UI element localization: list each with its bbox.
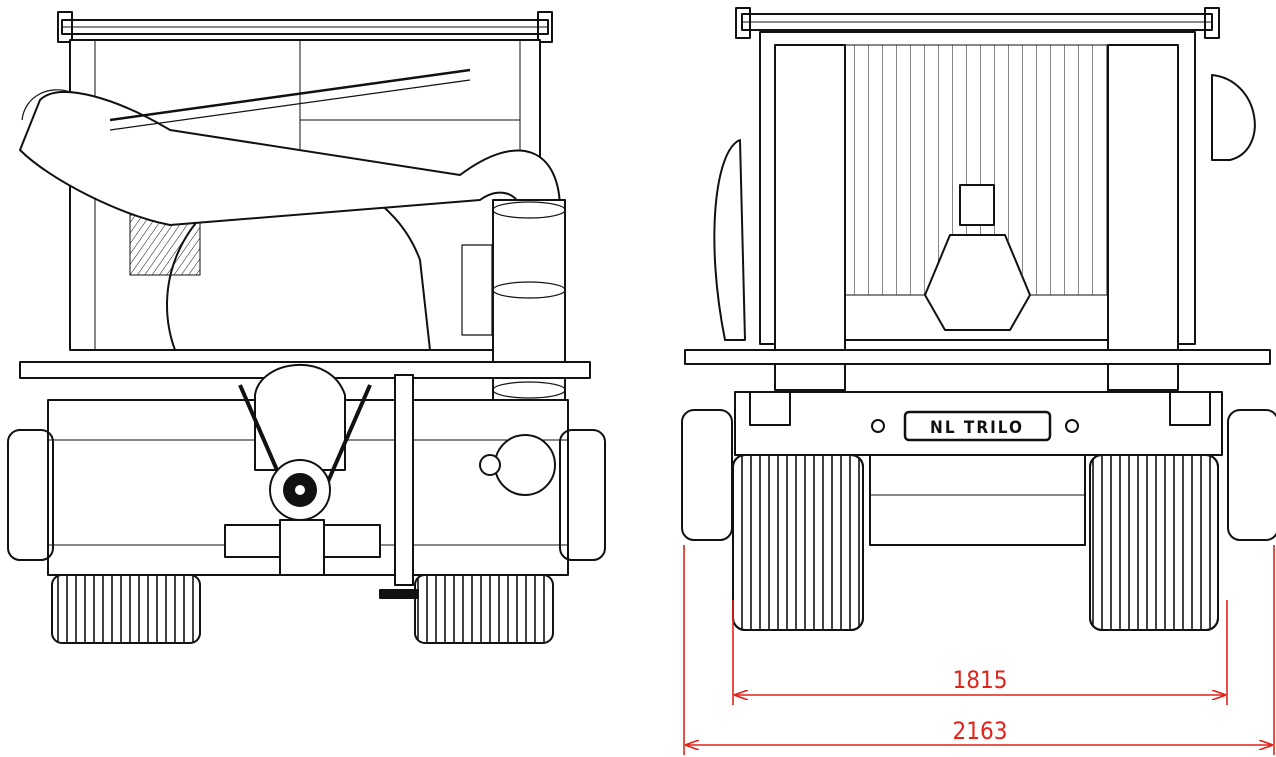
track-width-label: 1815 <box>953 666 1008 694</box>
brand-logo: NL TRILO <box>930 418 1024 438</box>
overall-width-label: 2163 <box>953 717 1008 745</box>
dimension-lines <box>683 545 1275 755</box>
rear-view <box>7 11 606 644</box>
front-view <box>681 7 1276 631</box>
